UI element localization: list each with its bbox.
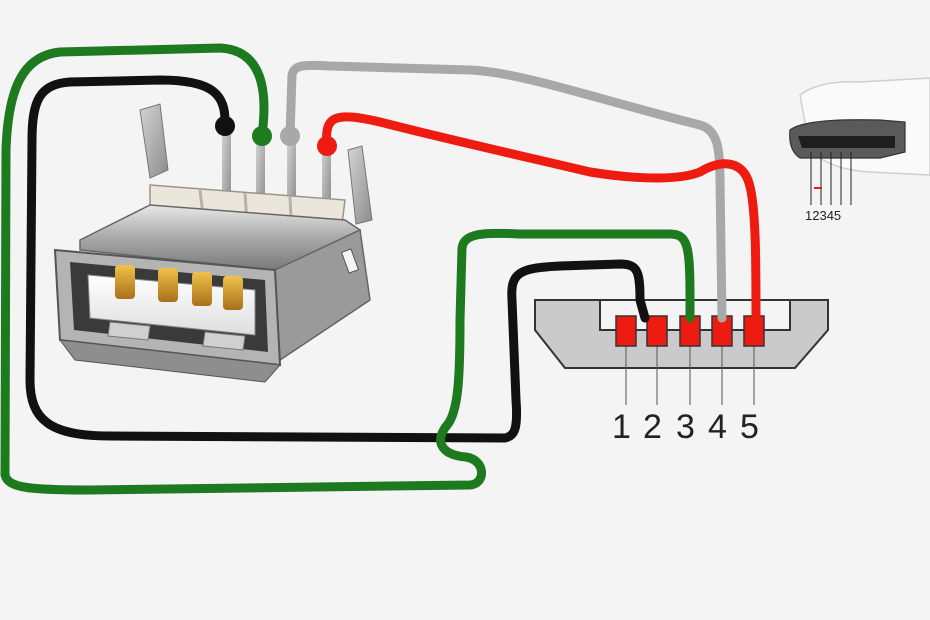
micro-usb-plug: 12345	[789, 77, 930, 223]
wire-black	[25, 75, 650, 443]
plug-pins	[810, 152, 852, 205]
micro-usb-pinout: 1 2 3 4 5	[534, 299, 829, 446]
spring-tab-right	[202, 331, 246, 351]
wires	[0, 43, 761, 495]
pin-label-3: 3	[676, 408, 695, 446]
usb-a-pins	[222, 128, 331, 210]
wire-green	[0, 43, 695, 495]
pinout-labels: 1 2 3 4 5	[612, 408, 759, 446]
plug-pin-label: 12345	[805, 208, 841, 223]
micro-pin-1	[615, 315, 637, 347]
mount-tab-right	[347, 145, 373, 225]
pin-label-5: 5	[740, 408, 759, 446]
pin-label-4: 4	[708, 408, 727, 446]
wire-gray	[285, 60, 727, 323]
pinout-leads	[625, 345, 755, 405]
pin-label-1: 1	[612, 408, 631, 446]
spring-tab-left	[107, 321, 151, 341]
contact-2	[158, 268, 178, 302]
contact-3	[192, 272, 212, 306]
plug-cavity	[798, 136, 895, 148]
socket-contacts	[115, 265, 243, 310]
wire-gray-end	[280, 126, 300, 146]
usb-a-socket	[53, 103, 373, 383]
mount-tab-left	[139, 103, 169, 179]
pin-label-2: 2	[643, 408, 662, 446]
wire-red-end	[317, 136, 337, 156]
wire-red	[322, 112, 761, 323]
pinout-pins	[615, 315, 765, 347]
micro-pin-2	[646, 315, 668, 347]
shell-slot	[340, 248, 360, 274]
usb-a-pin-2	[287, 138, 296, 210]
shell-bottom	[58, 339, 282, 383]
contact-1	[115, 265, 135, 299]
wire-black-end	[215, 116, 235, 136]
usb-a-pin-3	[256, 138, 265, 210]
wire-green-end	[252, 126, 272, 146]
usb-a-pin-4	[222, 128, 231, 208]
contact-4	[223, 276, 243, 310]
usb-a-pin-1	[322, 140, 331, 210]
